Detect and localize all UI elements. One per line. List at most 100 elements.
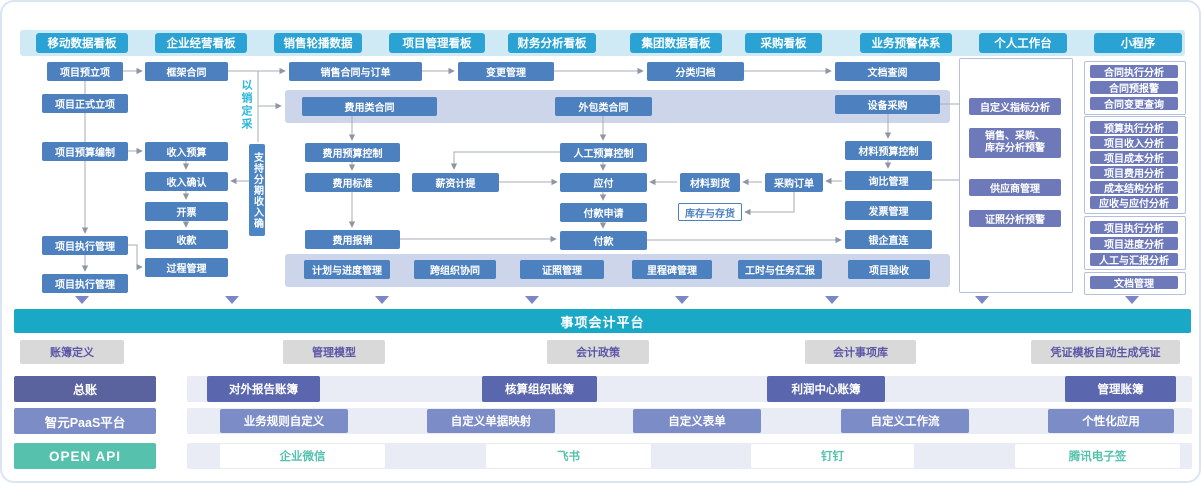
miniapp-project-exec: 项目执行分析 [1090,221,1178,235]
node-labor-budget-control: 人工预算控制 [560,143,647,162]
paas-custom-workflow: 自定义工作流 [841,409,969,433]
node-income-budget: 收入预算 [145,142,228,161]
header-project-dashboard: 项目管理看板 [389,33,485,53]
node-license-mgmt: 证照管理 [520,260,604,279]
header-procurement-dashboard: 采购看板 [745,33,822,53]
node-equipment-purchase: 设备采购 [835,95,940,114]
down-arrow-icon [75,296,89,304]
node-invoicing: 开票 [145,202,228,221]
node-payable: 应付 [560,173,647,192]
config-accounting-event-lib: 会计事项库 [805,340,916,364]
node-inventory-stock: 库存与存货 [678,203,742,221]
node-change-mgmt: 变更管理 [458,62,554,81]
node-salary-accrual: 薪资计提 [412,173,499,192]
api-feishu: 飞书 [486,444,651,468]
node-plan-progress: 计划与进度管理 [304,260,390,279]
paas-doc-mapping: 自定义单据映射 [427,409,555,433]
general-ledger-band [187,376,1192,402]
paas-personalized-app: 个性化应用 [1048,409,1174,433]
row-label-paas-platform: 智元PaaS平台 [14,408,156,434]
miniapp-budget-exec: 预算执行分析 [1090,121,1178,135]
miniapp-ar-ap: 应收与应付分析 [1090,196,1178,210]
miniapp-cost-structure: 成本结构分析 [1090,181,1178,195]
down-arrow-icon [525,296,539,304]
personal-workspace-panel [959,58,1073,293]
header-alert-system: 业务预警体系 [860,33,952,53]
config-voucher-template: 凭证模板自动生成凭证 [1031,340,1180,364]
miniapp-contract-alert: 合同预报警 [1090,81,1178,95]
row-label-general-ledger: 总账 [14,376,156,402]
node-cross-org: 跨组织协同 [414,260,496,279]
node-project-acceptance: 项目验收 [848,260,930,279]
node-payment: 付款 [560,231,647,250]
node-invoice-mgmt: 发票管理 [845,201,932,220]
miniapp-project-cost: 项目成本分析 [1090,151,1178,165]
api-tencent-esign: 腾讯电子签 [1015,444,1180,468]
workspace-sales-alert: 销售、采购、 库存分析预警 [969,128,1061,158]
row-label-open-api: OPEN API [14,443,156,469]
node-material-budget-control: 材料预算控制 [845,141,932,160]
node-milestone-mgmt: 里程碑管理 [632,260,712,279]
node-collection: 收款 [145,230,228,249]
paas-business-rules: 业务规则自定义 [220,409,348,433]
node-income-confirm: 收入确认 [145,172,228,191]
down-arrow-icon [375,296,389,304]
workspace-custom-indicator: 自定义指标分析 [969,98,1061,115]
node-process-mgmt: 过程管理 [145,258,228,277]
accounting-platform-bar: 事项会计平台 [14,309,1191,333]
node-fee-standard: 费用标准 [305,173,400,192]
node-budget-preparation: 项目预算编制 [42,142,128,161]
header-finance-dashboard: 财务分析看板 [508,33,596,53]
node-material-arrival: 材料到货 [680,173,740,192]
node-pre-project: 项目预立项 [47,62,123,81]
workspace-license-alert: 证照分析预警 [969,210,1061,227]
node-bank-direct: 银企直连 [845,230,932,249]
node-classify-archive: 分类归档 [647,62,744,81]
header-mobile-dashboard: 移动数据看板 [36,33,128,53]
node-fee-reimburse: 费用报销 [305,230,400,249]
api-wechat-work: 企业微信 [220,444,385,468]
node-inquiry-compare: 询比管理 [845,171,932,190]
note-installment-income: 支持分期收入确 [249,144,265,236]
down-arrow-icon [1125,296,1139,304]
config-ledger-definition: 账簿定义 [20,340,124,364]
header-enterprise-dashboard: 企业经营看板 [155,33,247,53]
node-fee-budget-control: 费用预算控制 [305,143,400,162]
ledger-profit-center: 利润中心账簿 [767,376,885,402]
workspace-sales-alert-line1: 销售、采购、 [985,130,1045,142]
miniapp-project-fee: 项目费用分析 [1090,166,1178,180]
config-mgmt-model: 管理模型 [283,340,385,364]
ledger-accounting-org: 核算组织账簿 [482,376,597,402]
ledger-management: 管理账簿 [1065,376,1176,402]
node-exec-mgmt-1: 项目执行管理 [42,236,128,255]
header-mini-program: 小程序 [1094,33,1182,53]
header-personal-workspace: 个人工作台 [979,33,1067,53]
node-payment-request: 付款申请 [560,203,647,222]
down-arrow-icon [225,296,239,304]
paas-custom-form: 自定义表单 [633,409,761,433]
miniapp-labor-report: 人工与汇报分析 [1090,253,1178,267]
node-doc-review: 文档查阅 [835,62,940,81]
node-exec-mgmt-2: 项目执行管理 [42,274,128,293]
down-arrow-icon [825,296,839,304]
workspace-sales-alert-line2: 库存分析预警 [985,143,1045,154]
node-sales-contract-order: 销售合同与订单 [289,62,422,81]
miniapp-contract-change: 合同变更查询 [1090,97,1178,111]
node-formal-project: 项目正式立项 [42,94,128,113]
miniapp-project-income: 项目收入分析 [1090,136,1178,150]
miniapp-contract-exec: 合同执行分析 [1090,65,1178,79]
down-arrow-icon [675,296,689,304]
node-frame-contract: 框架合同 [145,62,228,81]
header-sales-carousel: 销售轮播数据 [274,33,362,53]
ledger-external-report: 对外报告账簿 [207,376,320,402]
node-fee-contract: 费用类合同 [302,97,437,116]
config-accounting-policy: 会计政策 [547,340,649,364]
node-outsourcing-contract: 外包类合同 [555,97,652,116]
workspace-supplier-mgmt: 供应商管理 [969,179,1061,196]
project-process-band [285,254,950,287]
miniapp-project-progress: 项目进度分析 [1090,237,1178,251]
note-sales-driven-procurement: 以销定采 [240,79,252,131]
node-purchase-order: 采购订单 [765,173,823,192]
miniapp-doc-mgmt: 文档管理 [1090,276,1178,290]
